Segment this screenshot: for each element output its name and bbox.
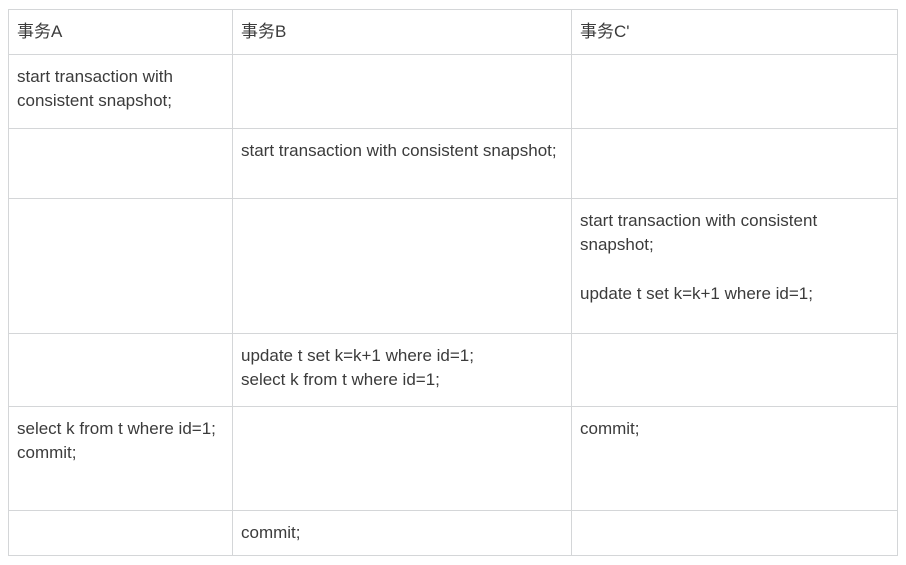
cell-a-1: start transaction with consistent snapsh… bbox=[8, 54, 233, 130]
cell-c-4 bbox=[571, 333, 898, 408]
cell-b-6: commit; bbox=[232, 510, 572, 557]
cell-c-3: start transaction with consistent snapsh… bbox=[571, 198, 898, 335]
table-header-row: 事务A 事务B 事务C' bbox=[8, 8, 898, 56]
cell-b-5 bbox=[232, 406, 572, 512]
table-row: start transaction with consistent snapsh… bbox=[8, 198, 898, 335]
table-row: select k from t where id=1; commit; comm… bbox=[8, 406, 898, 512]
cell-b-3 bbox=[232, 198, 572, 335]
column-header-transaction-a: 事务A bbox=[8, 8, 233, 56]
transaction-timeline-table: 事务A 事务B 事务C' start transaction with cons… bbox=[8, 8, 898, 557]
cell-a-3 bbox=[8, 198, 233, 335]
cell-b-2: start transaction with consistent snapsh… bbox=[232, 128, 572, 200]
table-row: update t set k=k+1 where id=1; select k … bbox=[8, 333, 898, 408]
table-header: 事务A 事务B 事务C' bbox=[8, 8, 898, 56]
cell-c-2 bbox=[571, 128, 898, 200]
cell-b-1 bbox=[232, 54, 572, 130]
cell-c-1 bbox=[571, 54, 898, 130]
table-row: commit; bbox=[8, 510, 898, 557]
cell-c-6 bbox=[571, 510, 898, 557]
table-body: start transaction with consistent snapsh… bbox=[8, 54, 898, 557]
cell-a-5: select k from t where id=1; commit; bbox=[8, 406, 233, 512]
cell-a-2 bbox=[8, 128, 233, 200]
cell-b-4: update t set k=k+1 where id=1; select k … bbox=[232, 333, 572, 408]
cell-a-4 bbox=[8, 333, 233, 408]
column-header-transaction-c: 事务C' bbox=[571, 8, 898, 56]
cell-a-6 bbox=[8, 510, 233, 557]
table-row: start transaction with consistent snapsh… bbox=[8, 54, 898, 130]
column-header-transaction-b: 事务B bbox=[232, 8, 572, 56]
cell-c-5: commit; bbox=[571, 406, 898, 512]
transaction-table-container: 事务A 事务B 事务C' start transaction with cons… bbox=[8, 8, 898, 557]
table-row: start transaction with consistent snapsh… bbox=[8, 128, 898, 200]
